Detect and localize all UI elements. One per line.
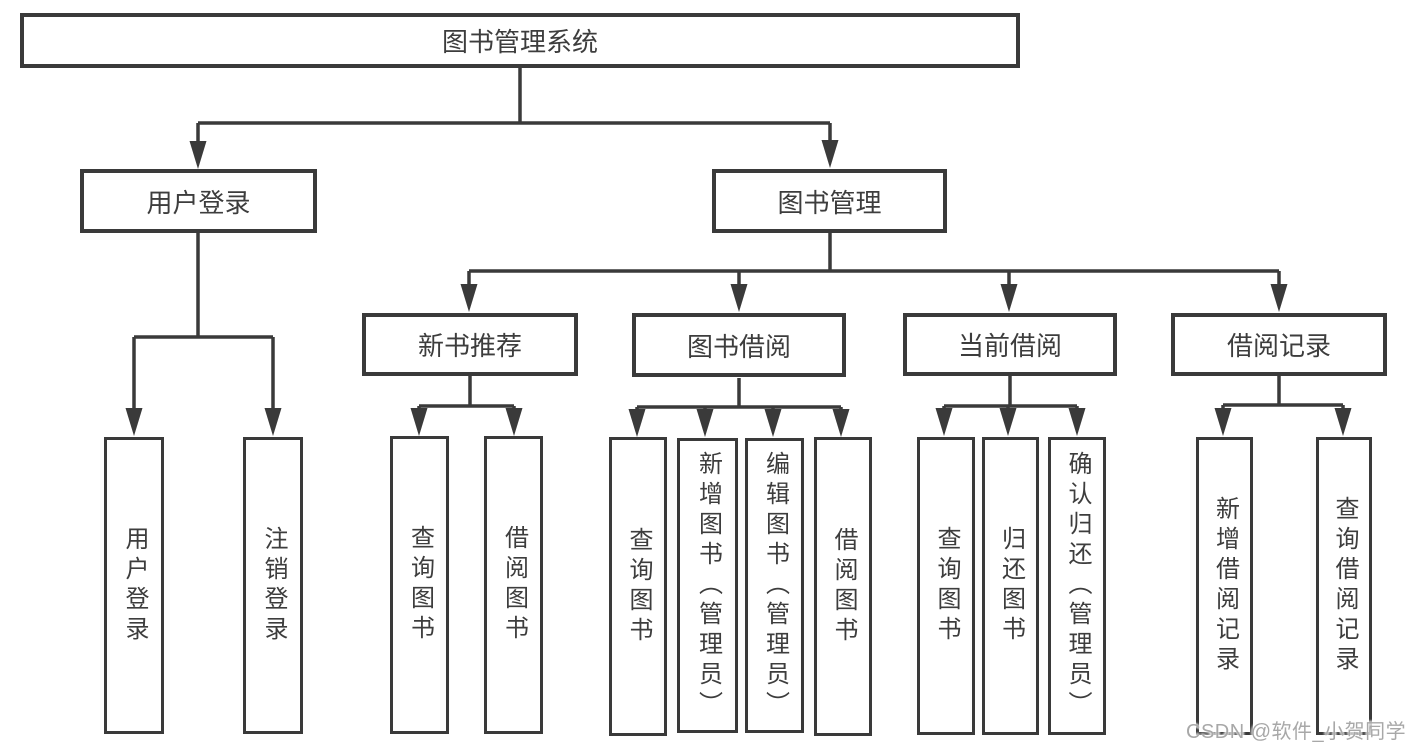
node-label: 归还图书: [997, 526, 1025, 646]
leaf-borrow-books-borrowing: 借阅图书: [814, 437, 872, 736]
node-current-borrowing: 当前借阅: [903, 313, 1117, 376]
leaf-query-books-current: 查询图书: [917, 437, 975, 735]
node-label: 借阅图书: [500, 525, 528, 645]
node-label: 新书推荐: [417, 331, 522, 361]
node-label: 图书借阅: [686, 331, 791, 362]
node-label: 图书管理系统: [441, 27, 598, 57]
node-label: 用户登录: [121, 525, 148, 646]
node-book-management: 图书管理: [712, 169, 947, 233]
node-label: 确认归还（管理员）: [1064, 451, 1091, 721]
node-label: 用户登录: [146, 187, 251, 218]
connector-user-login: [132, 233, 275, 416]
node-label: 借阅记录: [1226, 331, 1331, 361]
leaf-query-books-borrowing: 查询图书: [609, 437, 667, 736]
leaf-add-borrow-record: 新增借阅记录: [1196, 437, 1253, 735]
connector-borrowing-records: [1221, 376, 1345, 416]
node-user-login: 用户登录: [80, 169, 317, 233]
connector-root: [196, 68, 832, 150]
leaf-query-borrow-record: 查询借阅记录: [1316, 437, 1372, 735]
leaf-query-books-recommend: 查询图书: [390, 436, 449, 734]
arrowheads: [125, 140, 1352, 437]
leaf-confirm-return-admin: 确认归还（管理员）: [1048, 437, 1106, 735]
watermark: CSDN @软件_小贺同学: [1186, 721, 1405, 743]
node-label: 当前借阅: [957, 331, 1062, 361]
leaf-return-books: 归还图书: [982, 437, 1039, 735]
node-label: 新增借阅记录: [1211, 496, 1239, 676]
node-label: 图书管理: [777, 187, 882, 218]
connector-book-borrowing: [635, 378, 843, 417]
leaf-user-login: 用户登录: [104, 437, 164, 734]
leaf-edit-book-admin: 编辑图书（管理员）: [745, 438, 804, 733]
leaf-add-book-admin: 新增图书（管理员）: [677, 438, 738, 733]
node-root: 图书管理系统: [20, 13, 1020, 68]
node-borrowing-records: 借阅记录: [1171, 313, 1387, 376]
node-label: 查询图书: [625, 526, 652, 647]
leaf-borrow-books-recommend: 借阅图书: [484, 436, 543, 734]
node-label: 查询借阅记录: [1331, 496, 1358, 676]
node-book-borrowing: 图书借阅: [632, 313, 846, 377]
node-label: 借阅图书: [830, 526, 857, 647]
connector-new-book: [417, 376, 516, 416]
node-label: 注销登录: [260, 525, 287, 646]
node-label: 新增图书（管理员）: [694, 450, 722, 721]
node-label: 编辑图书（管理员）: [761, 450, 789, 721]
connector-book-management: [467, 233, 1281, 292]
node-label: 查询图书: [933, 526, 960, 646]
leaf-logout-login: 注销登录: [243, 437, 303, 734]
node-label: 查询图书: [406, 525, 434, 645]
node-new-book-recommendation: 新书推荐: [362, 313, 578, 376]
